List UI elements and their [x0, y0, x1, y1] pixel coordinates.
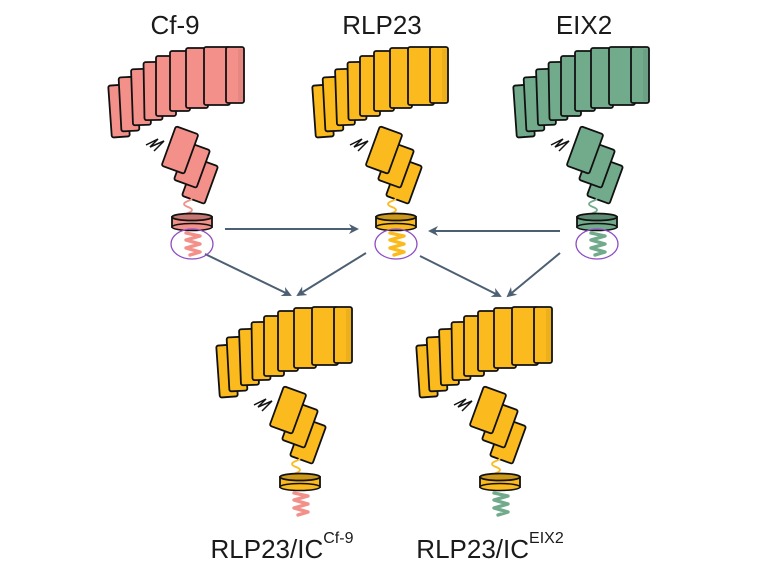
lrr-domain	[415, 306, 553, 399]
membrane-disc-bottom	[279, 482, 321, 492]
label-cf9: Cf-9	[150, 10, 200, 40]
receptor-rlp23-ic-eix2	[415, 306, 553, 517]
membrane-disc-top	[279, 472, 321, 482]
c-terminal-domain	[161, 125, 219, 205]
membrane-disc-bottom	[171, 222, 213, 232]
island-linker	[453, 398, 473, 412]
cytoplasmic-tail	[388, 231, 406, 257]
label-eix2: EIX2	[555, 10, 613, 40]
receptor-rlp23	[311, 46, 449, 260]
island-linker	[550, 138, 570, 152]
c-block	[566, 125, 604, 175]
lrr-domain	[215, 306, 353, 399]
membrane-disc-bottom	[375, 222, 417, 232]
membrane-disc-top	[576, 212, 618, 222]
label-rlp23: RLP23	[342, 10, 422, 40]
label-base: RLP23/IC	[210, 534, 324, 564]
c-terminal-domain	[365, 125, 423, 205]
lrr-domain	[107, 46, 245, 139]
lrr-shade	[546, 309, 551, 361]
arrow-eix2-to-rlp23-ic-eix2	[506, 252, 561, 298]
c-block	[161, 125, 199, 175]
arrow-cf9-to-rlp23-ic-cf9	[204, 253, 292, 297]
island-linker	[253, 398, 273, 412]
lrr-domain	[311, 46, 449, 139]
arrows-layer	[204, 224, 561, 298]
label-base: RLP23/IC	[416, 534, 530, 564]
lrr-shade	[643, 49, 648, 101]
membrane-disc-top	[375, 212, 417, 222]
receptors-layer	[107, 46, 650, 517]
cytoplasmic-tail	[184, 231, 202, 257]
label-superscript: EIX2	[529, 530, 564, 547]
membrane-disc-bottom	[479, 482, 521, 492]
lrr-shade	[346, 309, 351, 361]
lrr-shade	[442, 49, 447, 101]
tail-highlight-ellipse	[170, 228, 214, 260]
island-linker	[349, 138, 369, 152]
membrane-disc-top	[479, 472, 521, 482]
arrow-rlp23-to-rlp23-ic-cf9	[296, 252, 367, 297]
label-rlp23-ic-cf9: RLP23/ICCf-9	[210, 530, 354, 565]
receptor-cf9	[107, 46, 245, 260]
membrane-disc-bottom	[576, 222, 618, 232]
c-terminal-domain	[469, 385, 527, 465]
arrow-rlp23-to-rlp23-ic-eix2	[419, 255, 502, 297]
receptor-rlp23-ic-cf9	[215, 306, 353, 517]
lrr-domain	[512, 46, 650, 139]
island-linker	[145, 138, 165, 152]
tail-highlight-ellipse	[575, 228, 619, 260]
lrr-shade	[238, 49, 243, 101]
cytoplasmic-tail	[589, 231, 607, 257]
c-terminal-domain	[566, 125, 624, 205]
c-block	[365, 125, 403, 175]
c-block	[269, 385, 307, 435]
label-superscript: Cf-9	[323, 530, 354, 547]
label-rlp23-ic-eix2: RLP23/ICEIX2	[416, 530, 563, 565]
receptor-eix2	[512, 46, 650, 260]
tail-highlight-ellipse	[374, 228, 418, 260]
membrane-disc-top	[171, 212, 213, 222]
cytoplasmic-tail	[292, 491, 310, 517]
c-terminal-domain	[269, 385, 327, 465]
cytoplasmic-tail	[492, 491, 510, 517]
c-block	[469, 385, 507, 435]
